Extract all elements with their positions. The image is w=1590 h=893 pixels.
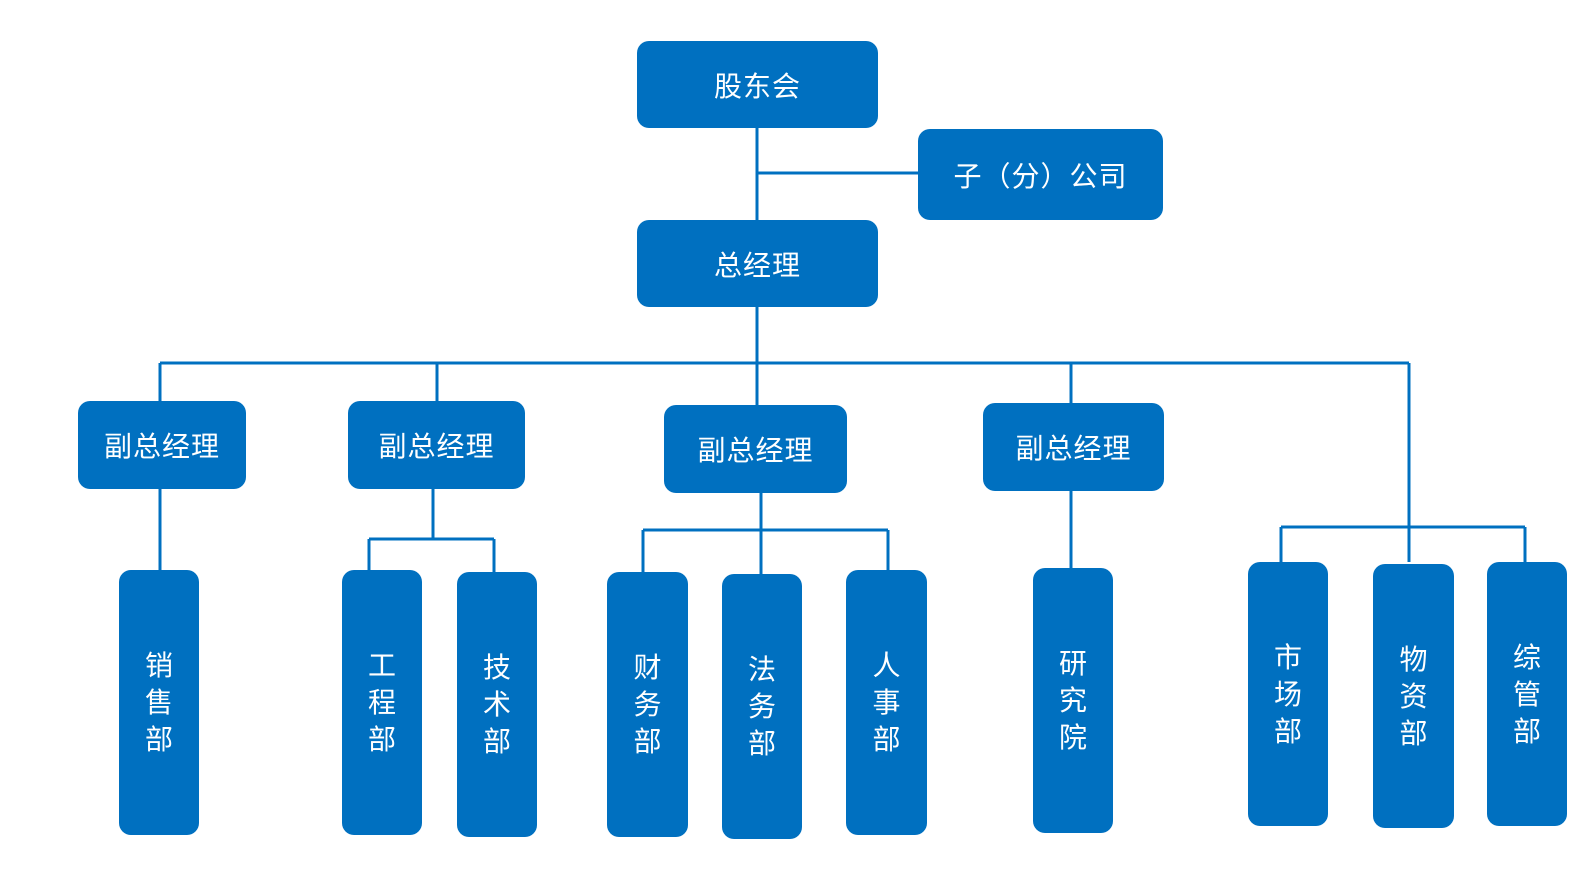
department-label-technology: 技术部 — [482, 651, 511, 758]
department-label-sales: 销售部 — [144, 649, 173, 756]
department-label-materials: 物资部 — [1399, 642, 1428, 750]
department-box-finance: 财务部 — [607, 572, 688, 837]
general-manager-label: 总经理 — [713, 248, 801, 282]
department-box-market: 市场部 — [1248, 562, 1328, 826]
general-manager-box: 总经理 — [637, 220, 878, 307]
deputy-manager-label-1: 副总经理 — [103, 430, 220, 463]
deputy-manager-label-4: 副总经理 — [1015, 432, 1132, 465]
department-label-engineering: 工程部 — [367, 649, 396, 756]
department-label-research: 研究院 — [1058, 647, 1087, 754]
department-box-materials: 物资部 — [1373, 564, 1454, 828]
department-box-research: 研究院 — [1033, 568, 1113, 833]
department-box-legal: 法务部 — [722, 574, 802, 839]
department-label-legal: 法务部 — [747, 653, 776, 760]
department-label-finance: 财务部 — [633, 651, 662, 758]
department-box-technology: 技术部 — [457, 572, 537, 837]
deputy-manager-box-3: 副总经理 — [664, 405, 847, 493]
deputy-manager-box-1: 副总经理 — [78, 401, 246, 489]
deputy-manager-box-2: 副总经理 — [348, 401, 525, 489]
department-label-market: 市场部 — [1273, 640, 1302, 748]
department-label-hr: 人事部 — [872, 649, 901, 756]
department-label-admin: 综管部 — [1512, 640, 1541, 748]
department-box-engineering: 工程部 — [342, 570, 422, 835]
shareholders-label: 股东会 — [713, 69, 801, 103]
department-box-admin: 综管部 — [1487, 562, 1567, 826]
shareholders-box: 股东会 — [637, 41, 878, 128]
department-box-sales: 销售部 — [119, 570, 199, 835]
subsidiary-label: 子（分）公司 — [953, 159, 1128, 193]
deputy-manager-label-3: 副总经理 — [697, 434, 814, 467]
deputy-manager-label-2: 副总经理 — [378, 430, 495, 463]
department-box-hr: 人事部 — [846, 570, 927, 835]
subsidiary-box: 子（分）公司 — [918, 129, 1163, 220]
deputy-manager-box-4: 副总经理 — [983, 403, 1164, 491]
